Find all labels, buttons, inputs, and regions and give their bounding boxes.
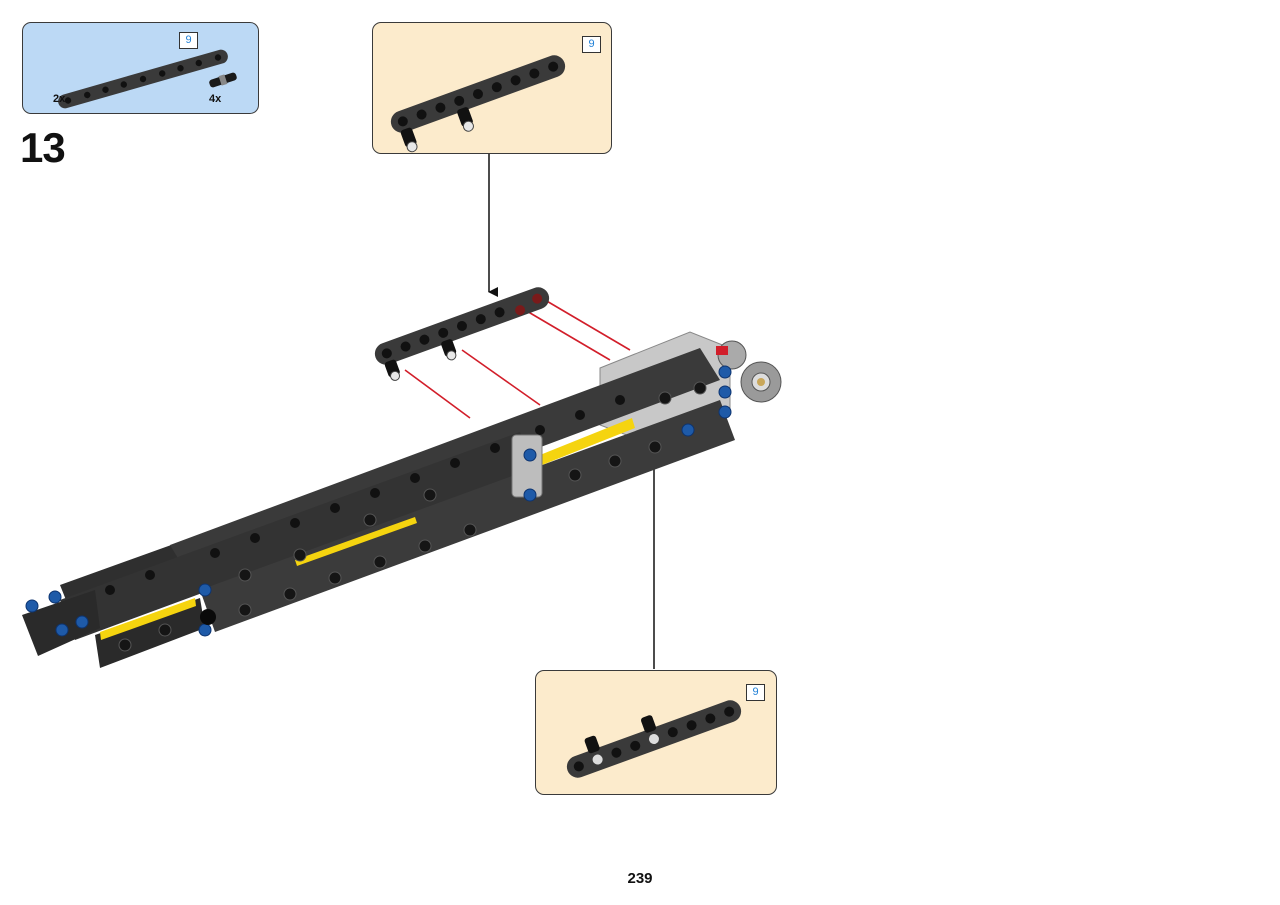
subassembly-callout-bottom: 9: [535, 670, 777, 795]
pin-icon: [209, 72, 237, 88]
beam-9-icon: [58, 49, 228, 109]
page-number: 239: [627, 870, 653, 887]
subassembly-callout-top: 9: [372, 22, 612, 154]
parts-list-panel: 9 2x 4x: [22, 22, 259, 114]
incoming-beam: [374, 287, 550, 381]
length-badge: 9: [179, 32, 198, 49]
beam-with-pins-icon: [390, 55, 566, 153]
length-badge: 9: [746, 684, 765, 701]
beam-with-pins-icon: [566, 700, 742, 778]
main-chassis: [22, 348, 735, 668]
step-number: 13: [20, 124, 66, 171]
pin-quantity: 4x: [209, 93, 222, 105]
length-badge: 9: [582, 36, 601, 53]
beam-quantity: 2x: [53, 93, 66, 105]
assembly-guide-lines: [404, 299, 631, 419]
